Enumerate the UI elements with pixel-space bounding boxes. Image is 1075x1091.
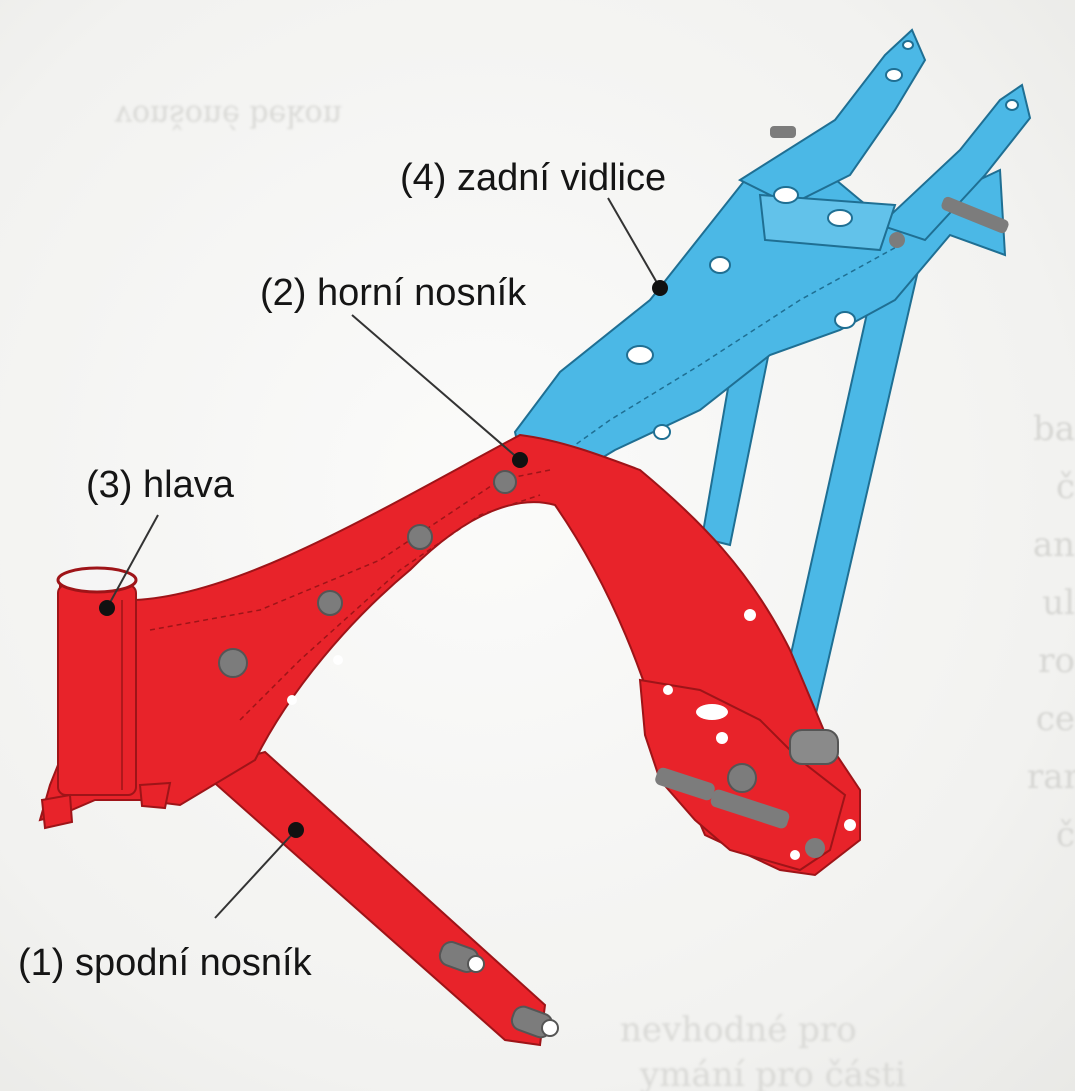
rear-fork-arm-left (737, 28, 927, 207)
label-upper-beam: (2) horní nosník (260, 272, 527, 314)
frame-boss (218, 648, 248, 678)
fork-hole (827, 209, 853, 227)
leader-head (106, 514, 159, 609)
fork-hole (885, 68, 903, 82)
fork-hole (834, 311, 856, 329)
frame-seam (239, 494, 541, 721)
frame-boss (493, 470, 517, 494)
background-text-fragment: č (1055, 467, 1075, 507)
rear-fork-crossmember (758, 193, 897, 252)
leader-upper-beam (351, 314, 521, 461)
background-text-right-column: ba č an ul ro ce ran č (1027, 400, 1075, 864)
background-text-fragment: ce (1035, 699, 1075, 739)
frame-hole (696, 704, 728, 720)
frame-hole (716, 732, 728, 744)
background-text-fragment: ran (1027, 757, 1075, 797)
fork-hole (902, 40, 914, 50)
callout-dot-rear-fork (652, 280, 668, 296)
background-text-fragment: ba (1032, 409, 1075, 449)
leader-rear-fork (607, 197, 661, 289)
fork-hole (653, 424, 671, 440)
callout-dot-upper-beam (512, 452, 528, 468)
rear-fork (513, 28, 1032, 720)
fork-bolt (770, 126, 796, 138)
head-tube-foot (40, 793, 74, 830)
head-tube-foot (138, 781, 172, 810)
lower-beam-boss-end (467, 955, 485, 973)
rear-fork-seam (539, 244, 901, 471)
frame-hole (790, 850, 800, 860)
background-text-fragment: č (1055, 815, 1075, 855)
label-head: (3) hlava (86, 464, 235, 506)
frame-hole (744, 609, 756, 621)
fork-hole (773, 186, 799, 204)
lower-beam-boss-end (541, 1019, 559, 1037)
callouts (99, 197, 668, 919)
frame-seam (149, 469, 551, 631)
label-lower-beam: (1) spodní nosník (18, 942, 313, 984)
background-text-bottom-2: ymání pro části (640, 1055, 906, 1091)
frame-hole (287, 695, 297, 705)
background-text-fragment: ro (1038, 641, 1075, 681)
fork-bolt (889, 232, 905, 248)
fork-hole (1005, 99, 1019, 111)
leader-lower-beam (214, 829, 297, 919)
frame-hole (844, 819, 856, 831)
background-text-bottom-1: nevhodné pro (620, 1010, 857, 1050)
frame-boss (317, 590, 343, 616)
callout-dot-lower-beam (288, 822, 304, 838)
lower-beam (197, 750, 547, 1047)
callout-dot-head (99, 600, 115, 616)
background-text-fragment: an (1032, 525, 1075, 565)
fork-axle-bolt (941, 196, 1009, 234)
frame-hole (333, 655, 343, 665)
background-text-fragment: ul (1042, 583, 1075, 623)
frame-body (38, 433, 861, 877)
fork-hole (709, 256, 731, 274)
rear-fork-arm-right (878, 83, 1032, 242)
frame-hole (663, 685, 673, 695)
fork-hole (626, 345, 654, 365)
frame-boss (407, 524, 433, 550)
main-frame (38, 433, 861, 1047)
label-rear-fork: (4) zadní vidlice (400, 157, 666, 199)
head-tube (57, 584, 137, 796)
pivot-bolts (655, 729, 839, 858)
head-tube-top (56, 566, 138, 594)
